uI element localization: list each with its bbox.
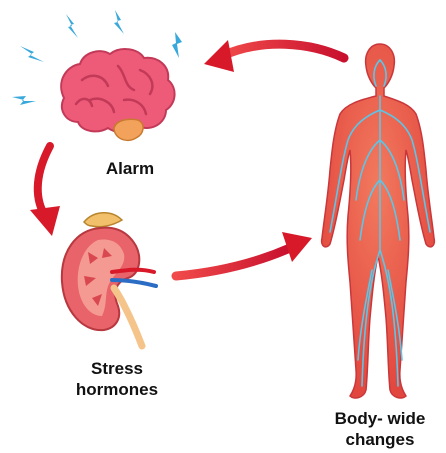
human-body-icon bbox=[322, 44, 435, 398]
label-stress-line2: hormones bbox=[52, 379, 182, 400]
label-body-line1: Body- wide bbox=[315, 408, 445, 429]
label-body-wide-changes: Body- wide changes bbox=[315, 408, 445, 450]
arrow-kidney-to-body bbox=[176, 232, 312, 276]
label-stress-hormones: Stress hormones bbox=[52, 358, 182, 400]
kidney-icon bbox=[62, 213, 156, 346]
arrow-brain-to-kidney bbox=[30, 146, 60, 236]
arrow-body-to-brain bbox=[204, 40, 344, 72]
label-alarm: Alarm bbox=[80, 158, 180, 179]
brain-icon bbox=[61, 49, 174, 140]
label-body-line2: changes bbox=[315, 429, 445, 450]
label-alarm-text: Alarm bbox=[80, 158, 180, 179]
label-stress-line1: Stress bbox=[52, 358, 182, 379]
